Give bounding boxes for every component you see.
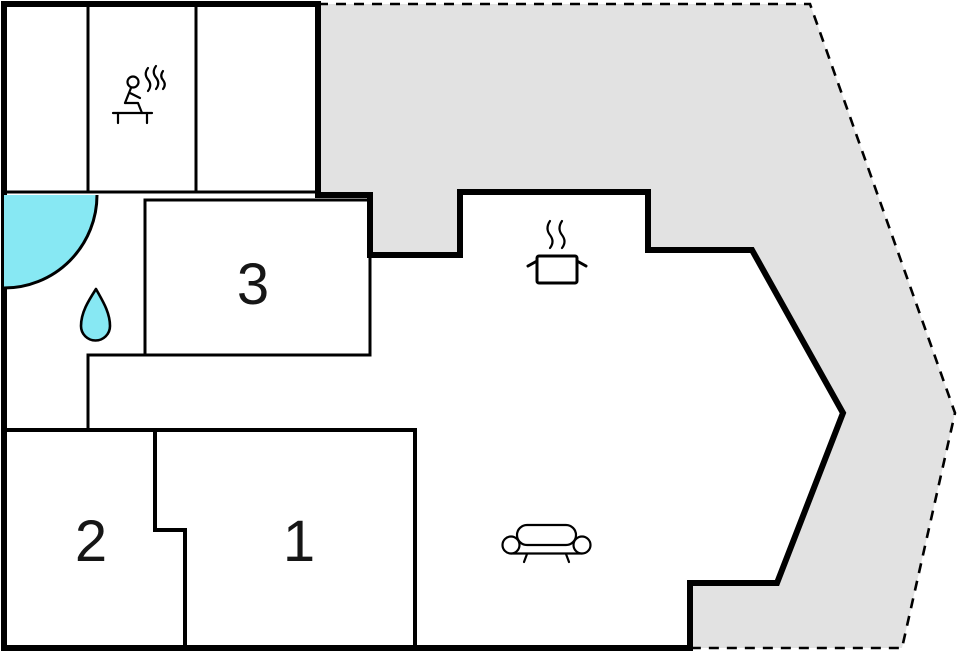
terrace-area xyxy=(318,4,955,648)
room-1-label: 1 xyxy=(283,509,315,574)
room-3-label: 3 xyxy=(237,252,269,317)
room-3-walls xyxy=(143,198,372,357)
sofa-leg-left xyxy=(522,552,529,564)
interior-walls xyxy=(2,4,417,650)
sauna-steam-icon xyxy=(111,64,166,125)
sofa-armrest-right xyxy=(572,535,592,555)
corner-shower-basin xyxy=(3,194,99,290)
wall-room1-room2-divider xyxy=(153,428,187,650)
shower-basin-arc xyxy=(3,194,99,290)
water-drop-icon xyxy=(79,287,112,342)
sofa-armrest-left xyxy=(501,535,521,555)
pot-handle-left xyxy=(526,259,539,268)
pot-body xyxy=(535,254,579,285)
sofa-cushion xyxy=(515,523,578,547)
pot-steam-2 xyxy=(558,219,566,250)
pot-handle-right xyxy=(575,259,588,268)
building-outline xyxy=(1,1,847,651)
plot-boundary-dashed-line xyxy=(318,2,957,650)
sofa-leg-right xyxy=(564,552,571,564)
cooking-pot-steam-icon xyxy=(526,219,588,285)
pot-steam-1 xyxy=(546,219,554,250)
room-2-label: 2 xyxy=(75,509,107,574)
shower-basin-fill xyxy=(4,195,97,288)
sofa-icon xyxy=(501,523,592,564)
